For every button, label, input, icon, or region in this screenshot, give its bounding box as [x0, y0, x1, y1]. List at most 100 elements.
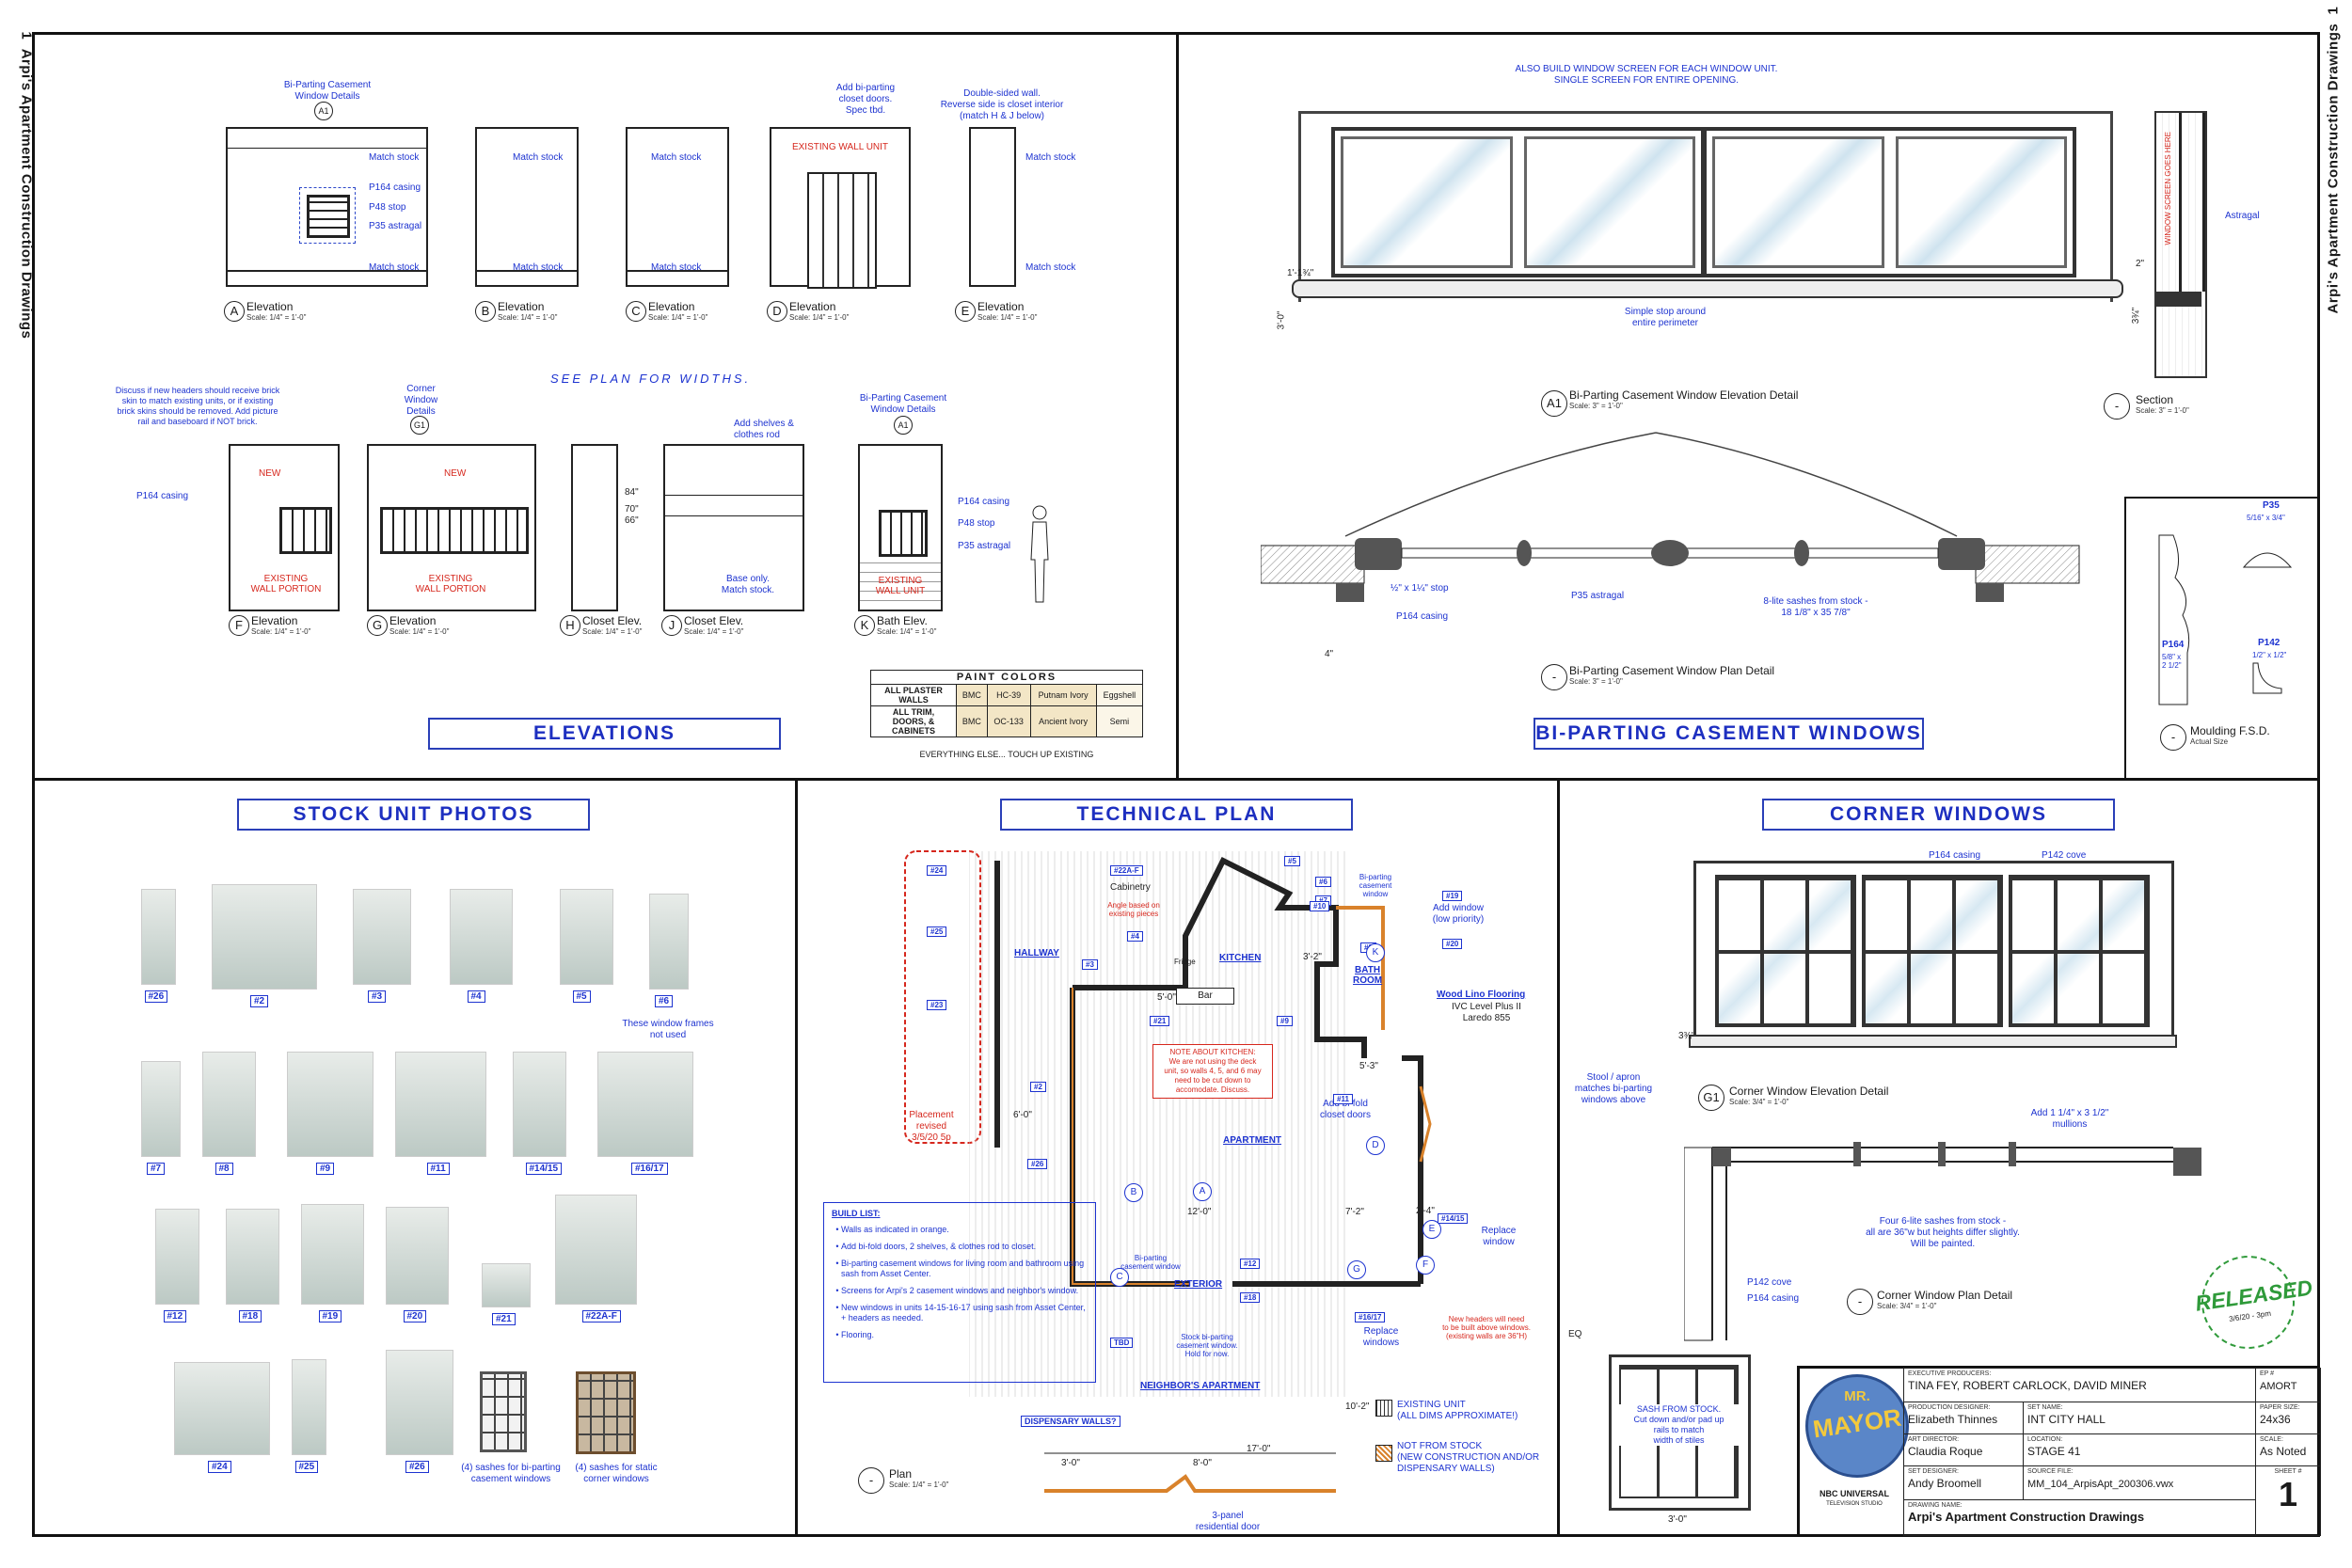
- stock-photo-label: #24: [208, 1461, 231, 1473]
- label-p164-plan: P164 casing: [1396, 611, 1449, 622]
- label-bar: Bar: [1176, 988, 1234, 1005]
- detail-bubble-a1: A1: [894, 416, 913, 435]
- plan-tag: #23: [927, 1000, 947, 1010]
- elevation-g-wall: NEW EXISTING WALL PORTION: [367, 444, 536, 611]
- note-corner-sashes: Four 6-lite sashes from stock - all are …: [1866, 1216, 2020, 1249]
- plan-elevation-marker-a: A: [1193, 1182, 1212, 1201]
- paint-cell: ALL TRIM, DOORS, & CABINETS: [870, 705, 957, 737]
- plan-elevation-marker-k: K: [1366, 943, 1385, 962]
- plan-tag: #20: [1442, 939, 1463, 949]
- set-name: INT CITY HALL: [2027, 1413, 2106, 1426]
- label-p35: P35 astragal: [958, 541, 1011, 551]
- stock-photo: [202, 1052, 256, 1157]
- note-about-kitchen: NOTE ABOUT KITCHEN: We are not using the…: [1152, 1044, 1273, 1099]
- section-title-plan: TECHNICAL PLAN: [1000, 799, 1353, 831]
- stock-photo: [226, 1209, 279, 1305]
- section-detail: WINDOW SCREEN GOES HERE: [2154, 111, 2207, 378]
- elevation-k-wall: EXISTING WALL UNIT: [858, 444, 943, 611]
- note-sash-from-stock: SASH FROM STOCK. Cut down and/or pad up …: [1619, 1404, 1739, 1446]
- detail-bubble-corner-plan: -: [1847, 1289, 1873, 1315]
- label-p35-plan: P35 astragal: [1571, 591, 1625, 601]
- divider-top: [1176, 32, 1179, 779]
- label-match-stock: Match stock: [513, 262, 564, 273]
- plan-tag: #2: [1030, 1082, 1046, 1092]
- stock-photo: [155, 1209, 199, 1305]
- dim-corner-3-3-4: 3¾": [1678, 1031, 1695, 1041]
- title-block: MR. MAYOR NBC UNIVERSAL TELEVISION STUDI…: [1797, 1366, 2321, 1537]
- plan-tag: #22A-F: [1110, 865, 1143, 876]
- paper-size: 24x36: [2260, 1413, 2291, 1426]
- human-scale-figure: [1030, 505, 1049, 603]
- moulding-title: Moulding F.S.D.Actual Size: [2190, 724, 2270, 746]
- note-replace-windows: Replace windows: [1362, 1326, 1400, 1348]
- elevation-title-h: Closet Elev.Scale: 1/4" = 1'-0": [582, 614, 643, 636]
- build-list-item: Screens for Arpi's 2 casement windows an…: [841, 1286, 1088, 1296]
- label-match-stock: Match stock: [369, 262, 420, 273]
- label-p164-size: 5/8" x 2 1/2": [2162, 653, 2182, 670]
- plan-elevation-marker-c: C: [1110, 1268, 1129, 1287]
- detail-bubble-a1: A1: [314, 102, 333, 120]
- dim-1-1-3-4: 1'-1¾": [1287, 268, 1314, 278]
- legend-swatch-new: [1375, 1445, 1392, 1462]
- label-corner-p142: P142 cove: [2042, 850, 2087, 861]
- set-designer: Andy Broomell: [1908, 1477, 1982, 1490]
- plan-tag: #26: [1027, 1159, 1048, 1169]
- note-3-panel-door: 3-panel residential door: [1195, 1511, 1261, 1532]
- corner-window-elevation: [1689, 861, 2177, 1048]
- side-title-left: 1 Arpi's Apartment Construction Drawings: [18, 31, 35, 340]
- ep-number: AMORT: [2260, 1381, 2297, 1392]
- label-match-stock: Match stock: [1025, 262, 1076, 273]
- label-corner-p164-plan: P164 casing: [1747, 1293, 1800, 1304]
- paint-cell: Putnam Ivory: [1029, 684, 1097, 706]
- detail-bubble-g1-corner: G1: [1698, 1085, 1724, 1111]
- stock-photo-label: #26: [144, 990, 168, 1003]
- label-p142-size: 1/2" x 1/2": [2252, 651, 2287, 659]
- casement-elevation-title: Bi-Parting Casement Window Elevation Det…: [1569, 388, 1799, 410]
- plan-elevation-marker-g: G: [1347, 1260, 1366, 1279]
- elevation-bubble-h: H: [560, 615, 580, 636]
- stock-photo-label: #5: [572, 990, 591, 1003]
- plan-tag: #19: [1442, 891, 1463, 901]
- elevation-bubble-k: K: [854, 615, 875, 636]
- note-base-only: Base only. Match stock.: [721, 574, 775, 595]
- elevation-h-wall: [571, 444, 618, 611]
- plan-tag: #3: [1082, 959, 1098, 970]
- label-p35-moulding: P35: [2263, 500, 2280, 511]
- paint-cell: Eggshell: [1095, 684, 1144, 706]
- label-p164: P164 casing: [369, 182, 421, 193]
- plan-tag: #4: [1127, 931, 1143, 942]
- stock-photo-label: #20: [403, 1310, 427, 1323]
- plan-tag: #9: [1277, 1016, 1293, 1026]
- scale: As Noted: [2260, 1445, 2307, 1458]
- label-flooring: IVC Level Plus II Laredo 855: [1452, 1002, 1521, 1023]
- logo-mr-text: MR.: [1844, 1388, 1870, 1404]
- elevation-bubble-j: J: [661, 615, 682, 636]
- plan-dimension: 2'-4": [1416, 1206, 1435, 1216]
- plan-dimension: 5'-3": [1359, 1061, 1378, 1071]
- dim-70: 70": [625, 504, 639, 515]
- elevation-bubble-g: G: [367, 615, 388, 636]
- stock-photo-label: #6: [655, 995, 674, 1007]
- network-logo-text: NBC UNIVERSAL: [1819, 1489, 1889, 1498]
- stock-photo: [301, 1204, 364, 1305]
- stock-photo-label: #3: [368, 990, 387, 1003]
- note-screens: ALSO BUILD WINDOW SCREEN FOR EACH WINDOW…: [1515, 64, 1778, 86]
- stock-photo-label: #2: [250, 995, 269, 1007]
- build-list-item: Walls as indicated in orange.: [841, 1225, 1088, 1235]
- label-existing-wall-unit: EXISTING WALL UNIT: [791, 142, 889, 152]
- stock-photo-label: #22A-F: [581, 1310, 621, 1323]
- detail-bubble-g1: G1: [410, 416, 429, 435]
- stock-photo: [482, 1263, 531, 1307]
- stock-photo-label: #11: [426, 1163, 450, 1175]
- legend-swatch-existing: [1375, 1400, 1392, 1417]
- detail-bubble-section: -: [2104, 393, 2130, 420]
- note-bifold: Add bi-fold closet doors: [1320, 1099, 1371, 1120]
- label-flooring-title: Wood Lino Flooring: [1437, 990, 1526, 1000]
- note-new-headers: New headers will need to be built above …: [1442, 1315, 1531, 1340]
